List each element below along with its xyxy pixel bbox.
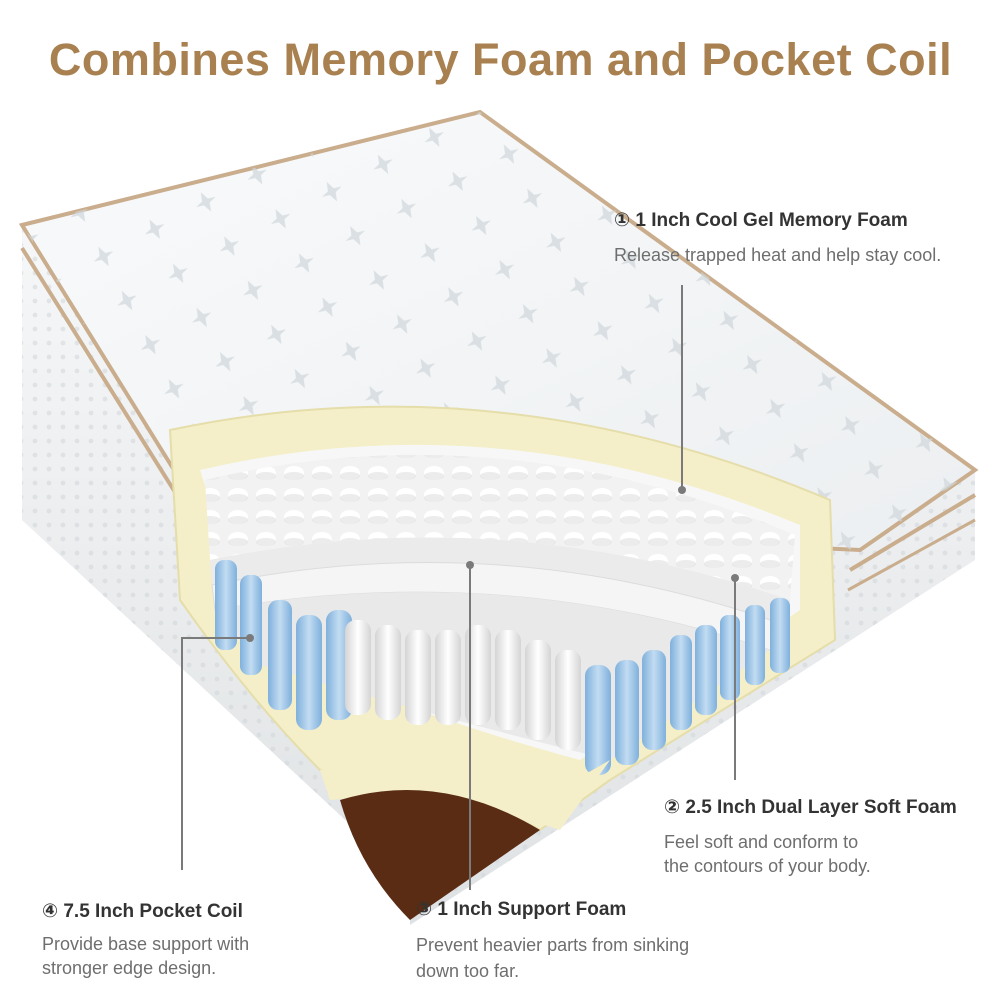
edge-coils-right xyxy=(585,598,790,775)
layer-3-description-line-1: Prevent heavier parts from sinking xyxy=(416,935,690,955)
layer-2-heading: ② 2.5 Inch Dual Layer Soft Foam xyxy=(664,797,957,818)
layer-1-heading: ① 1 Inch Cool Gel Memory Foam xyxy=(614,210,908,231)
base-layer xyxy=(340,790,540,920)
cutaway-section xyxy=(168,405,837,920)
layer-4-description-line-2: stronger edge design. xyxy=(42,958,217,978)
layer-2-description-line-1: Feel soft and conform to xyxy=(664,832,859,852)
leader-lines xyxy=(181,285,736,890)
layer-4-heading: ④ 7.5 Inch Pocket Coil xyxy=(42,901,243,922)
page-title: Combines Memory Foam and Pocket Coil xyxy=(48,34,953,85)
edge-coils-left xyxy=(215,560,352,730)
soft-foam-layer xyxy=(205,454,795,600)
center-coils xyxy=(345,620,581,750)
leader-line-4 xyxy=(181,637,250,870)
layer-1-description: Release trapped heat and help stay cool. xyxy=(614,245,942,265)
layer-4-description-line-1: Provide base support with xyxy=(42,934,250,954)
layer-2-description-line-2: the contours of your body. xyxy=(664,856,871,876)
layer-3-heading: ③ 1 Inch Support Foam xyxy=(416,899,627,920)
layer-3-description-line-2: down too far. xyxy=(416,961,520,981)
